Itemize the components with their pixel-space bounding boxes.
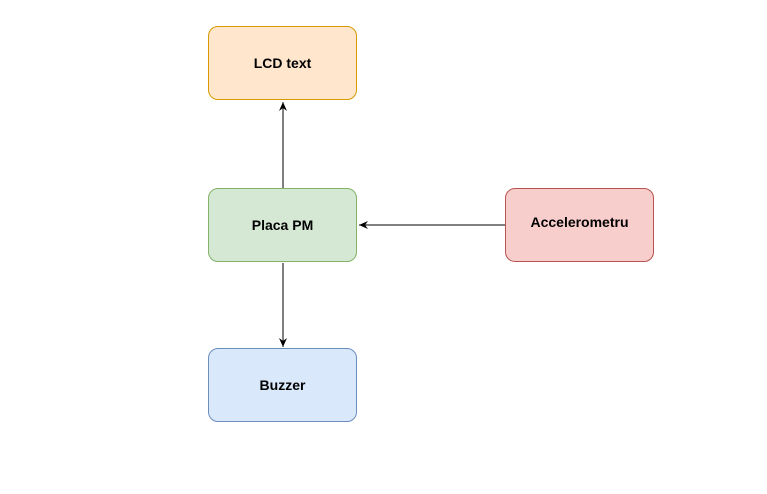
node-accelerometru[interactable]: Accelerometru <box>505 188 654 262</box>
node-placa-pm[interactable]: Placa PM <box>208 188 357 262</box>
node-lcd-text[interactable]: LCD text <box>208 26 357 100</box>
node-buzzer[interactable]: Buzzer <box>208 348 357 422</box>
